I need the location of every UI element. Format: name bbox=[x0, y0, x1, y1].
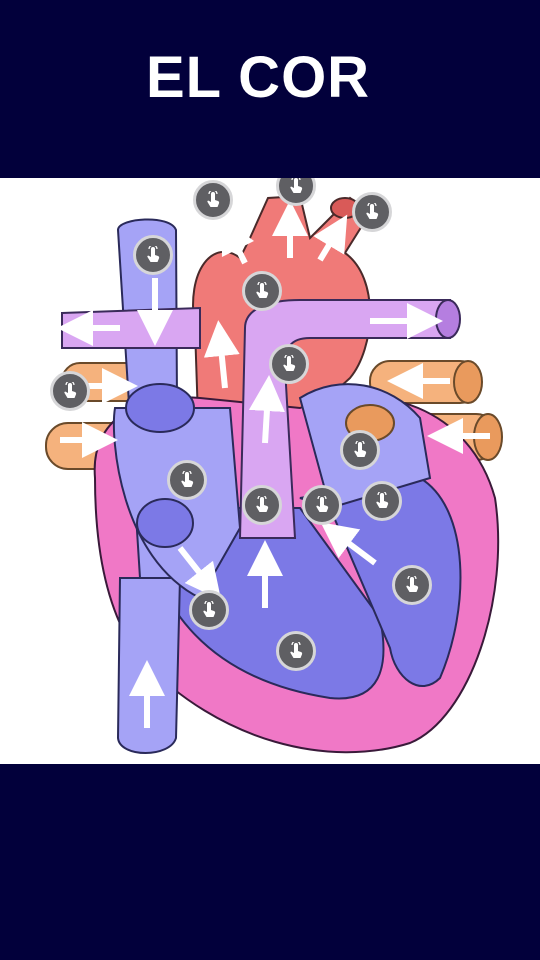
tap-icon bbox=[290, 178, 303, 193]
tap-icon bbox=[316, 496, 329, 512]
hotspot-button[interactable] bbox=[242, 271, 282, 311]
tap-icon bbox=[147, 246, 160, 262]
tap-icon bbox=[207, 191, 220, 207]
tap-icon bbox=[181, 471, 194, 487]
tap-icon bbox=[406, 576, 419, 592]
hotspot-button[interactable] bbox=[362, 481, 402, 521]
tap-icon bbox=[203, 601, 216, 617]
heart-diagram-panel bbox=[0, 178, 540, 764]
tap-icon bbox=[376, 492, 389, 508]
hotspot-button[interactable] bbox=[50, 371, 90, 411]
tap-icon bbox=[354, 441, 367, 457]
footer-bar bbox=[0, 764, 540, 960]
flow-arrows bbox=[57, 200, 490, 728]
header-bar: EL COR bbox=[0, 0, 540, 178]
page-title: EL COR bbox=[146, 45, 371, 110]
tap-icon bbox=[64, 382, 77, 398]
hotspot-button[interactable] bbox=[340, 430, 380, 470]
hotspot-button[interactable] bbox=[276, 631, 316, 671]
hotspot-button[interactable] bbox=[269, 344, 309, 384]
hotspot-button[interactable] bbox=[392, 565, 432, 605]
heart-diagram bbox=[45, 194, 503, 754]
tap-icon bbox=[366, 203, 379, 219]
tap-icon bbox=[283, 355, 296, 371]
tap-icon bbox=[256, 496, 269, 512]
hotspot-button[interactable] bbox=[302, 485, 342, 525]
hotspot-button[interactable] bbox=[242, 485, 282, 525]
hotspot-button[interactable] bbox=[352, 192, 392, 232]
hotspot-button[interactable] bbox=[189, 590, 229, 630]
hotspot-button[interactable] bbox=[193, 180, 233, 220]
tap-icon bbox=[256, 282, 269, 298]
hotspot-button[interactable] bbox=[133, 235, 173, 275]
tap-icon bbox=[290, 642, 303, 658]
hotspot-button[interactable] bbox=[167, 460, 207, 500]
